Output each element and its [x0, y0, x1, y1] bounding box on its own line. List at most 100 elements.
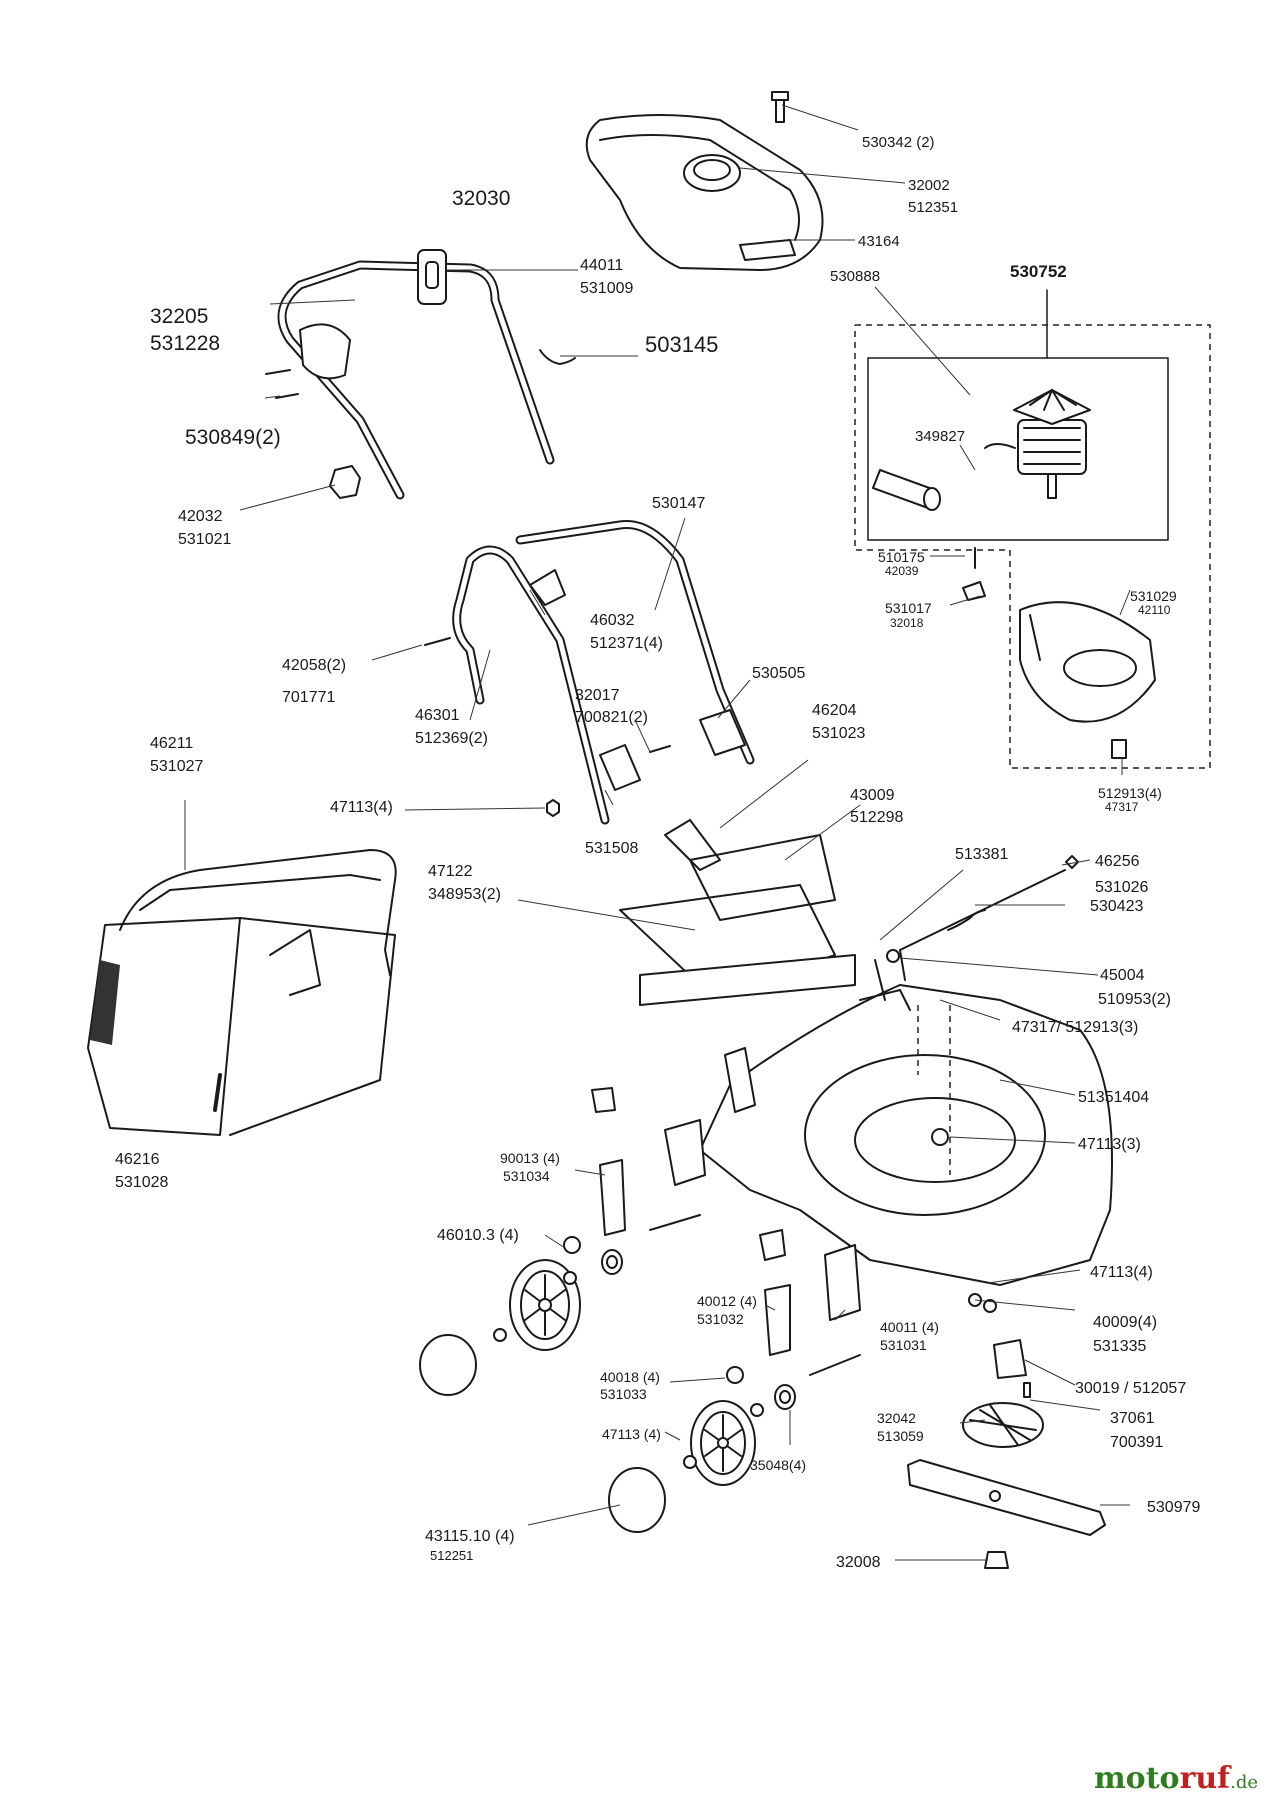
label-47317-512913: 47317/ 512913(3): [1012, 1019, 1138, 1036]
label-530423: 530423: [1090, 898, 1143, 915]
label-512913-4: 512913(4): [1098, 785, 1162, 801]
mower-deck: [699, 949, 1113, 1286]
label-47113-3: 47113(3): [1078, 1136, 1141, 1153]
label-40009: 40009(4): [1093, 1314, 1157, 1331]
label-46204: 46204: [812, 702, 857, 719]
label-40012: 40012 (4): [697, 1293, 757, 1309]
cutting-blade: [907, 1459, 1106, 1536]
label-90013: 90013 (4): [500, 1150, 560, 1166]
label-530849: 530849(2): [185, 426, 281, 449]
label-43009: 43009: [850, 787, 895, 804]
label-32205: 32205: [150, 305, 208, 328]
label-46032: 46032: [590, 612, 635, 629]
grass-catcher: [87, 849, 397, 1136]
label-700391: 700391: [1110, 1434, 1163, 1451]
label-531023: 531023: [812, 725, 865, 742]
label-531508: 531508: [585, 840, 638, 857]
label-43164: 43164: [858, 233, 900, 250]
wheel-front: [690, 1400, 756, 1486]
cover-screw: [771, 91, 789, 123]
label-32018: 32018: [890, 616, 924, 630]
blade-adapter: [962, 1339, 1044, 1448]
label-46211: 46211: [150, 735, 193, 752]
motor: [984, 389, 1091, 499]
brand-part1: moto: [1093, 1761, 1180, 1796]
label-530505: 530505: [752, 665, 805, 682]
label-46256: 46256: [1095, 853, 1140, 870]
label-513381: 513381: [955, 846, 1008, 863]
label-46301: 46301: [415, 707, 460, 724]
star-knob: [329, 465, 361, 499]
label-512371: 512371(4): [590, 635, 663, 652]
label-530752: 530752: [1010, 262, 1067, 281]
label-531026: 531026: [1095, 879, 1148, 896]
label-512298: 512298: [850, 809, 903, 826]
label-531028: 531028: [115, 1174, 168, 1191]
label-530888: 530888: [830, 268, 880, 285]
handle-bolt-2: [649, 745, 671, 753]
label-512351: 512351: [908, 199, 958, 216]
label-503145: 503145: [645, 332, 718, 357]
handle-screws: [265, 369, 299, 399]
label-513059: 513059: [877, 1428, 924, 1444]
label-531033: 531033: [600, 1386, 647, 1402]
label-47113-4c: 47113 (4): [602, 1426, 661, 1442]
control-cable: [886, 855, 1079, 963]
handle-bolt: [424, 637, 451, 646]
label-32002: 32002: [908, 177, 950, 194]
label-531228: 531228: [150, 332, 220, 355]
label-47317: 47317: [1105, 800, 1139, 814]
label-531017: 531017: [885, 600, 932, 616]
label-47122: 47122: [428, 863, 473, 880]
label-47113-4a: 47113(4): [330, 799, 393, 816]
label-531032: 531032: [697, 1311, 744, 1327]
rear-deflector: [619, 819, 856, 1006]
label-42032: 42032: [178, 508, 223, 525]
label-512251: 512251: [430, 1548, 473, 1563]
label-46216: 46216: [115, 1151, 160, 1168]
label-42039: 42039: [885, 564, 919, 578]
hub-cap-front: [608, 1467, 666, 1533]
label-510953: 510953(2): [1098, 991, 1171, 1008]
label-530979: 530979: [1147, 1499, 1200, 1516]
hub-cap-rear: [419, 1334, 477, 1396]
label-44011: 44011: [580, 257, 623, 274]
label-45004: 45004: [1100, 967, 1145, 984]
label-349827: 349827: [915, 428, 965, 445]
lower-handle: [452, 519, 755, 825]
motor-mount: [1019, 601, 1156, 759]
wheel-rear: [509, 1259, 581, 1351]
label-32042: 32042: [877, 1410, 916, 1426]
label-42058: 42058(2): [282, 657, 346, 674]
label-32008: 32008: [836, 1554, 881, 1571]
label-47113-4b: 47113(4): [1090, 1264, 1153, 1281]
front-small-parts: [683, 1293, 997, 1469]
label-32030: 32030: [452, 187, 510, 210]
brand-logo: motoruf.de: [1094, 1761, 1258, 1796]
label-530147: 530147: [652, 495, 705, 512]
label-37061: 37061: [1110, 1410, 1155, 1427]
label-46010: 46010.3 (4): [437, 1227, 519, 1244]
label-531009: 531009: [580, 280, 633, 297]
rear-axle-assembly: [591, 1087, 706, 1236]
label-51351404: 51351404: [1078, 1089, 1149, 1106]
label-510175: 510175: [878, 549, 925, 565]
label-531021: 531021: [178, 531, 231, 548]
label-701771: 701771: [282, 689, 335, 706]
brand-tld: .de: [1230, 1772, 1258, 1793]
blade-bolt: [984, 1551, 1009, 1569]
front-axle-assembly: [759, 1229, 861, 1376]
upper-handle: [277, 249, 555, 500]
nut: [546, 799, 560, 817]
label-348953: 348953(2): [428, 886, 501, 903]
handle-clip: [539, 349, 576, 365]
label-531034: 531034: [503, 1168, 550, 1184]
part-labels: 530342 (2) 32002 512351 43164 32030 4401…: [115, 134, 1200, 1571]
label-32017: 32017: [575, 687, 620, 704]
label-531029: 531029: [1130, 588, 1177, 604]
capacitor: [872, 469, 941, 511]
rear-small-parts: [493, 1236, 623, 1342]
label-40011: 40011 (4): [880, 1319, 939, 1335]
motor-group-box: [854, 289, 1211, 769]
label-700821: 700821(2): [575, 709, 648, 726]
